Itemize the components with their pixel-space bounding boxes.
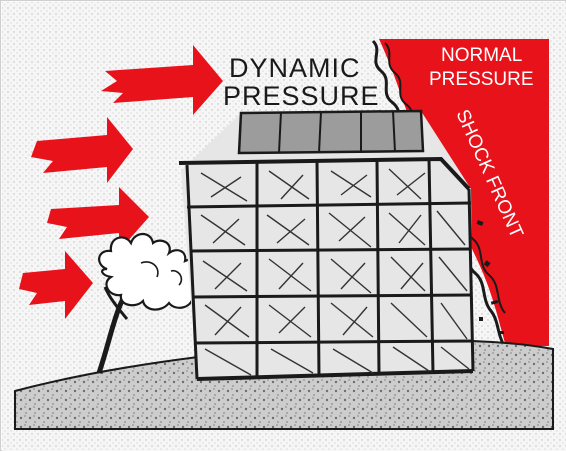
dynamic-pressure-label-line2: PRESSURE: [223, 81, 380, 111]
dynamic-pressure-label-line1: DYNAMIC: [229, 53, 361, 83]
normal-pressure-label-line1: NORMAL: [441, 45, 522, 66]
normal-pressure-label-line2: PRESSURE: [429, 69, 534, 90]
